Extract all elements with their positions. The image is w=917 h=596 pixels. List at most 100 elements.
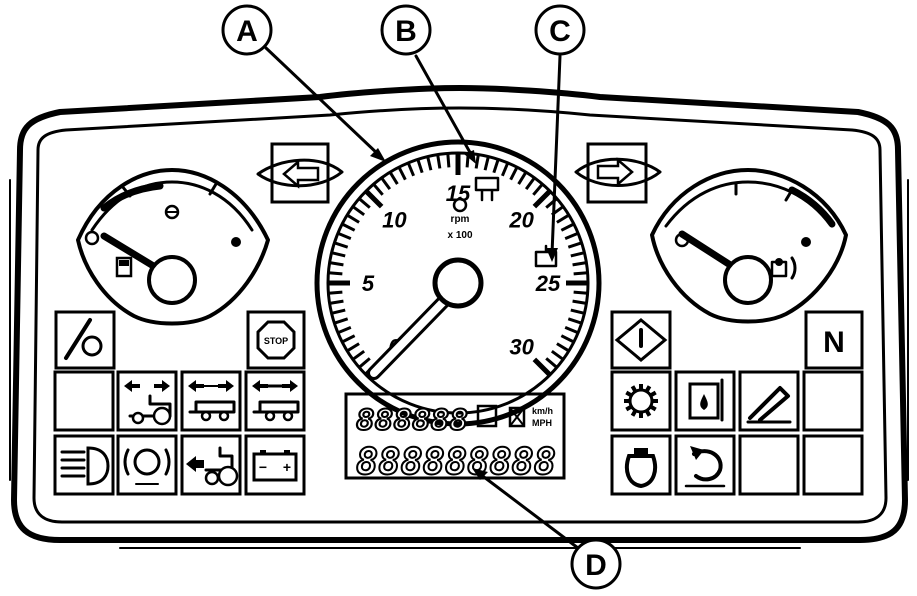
- tachometer-tick: [483, 156, 490, 171]
- indicator-pto: [610, 370, 672, 432]
- warning-indicator: [610, 310, 672, 370]
- stop-label: STOP: [264, 336, 288, 346]
- tachometer-tick: [328, 271, 343, 276]
- tachometer-tick: [560, 334, 575, 344]
- tachometer-tick: [564, 231, 579, 240]
- tachometer-tick: [572, 261, 587, 267]
- tachometer-hub: [432, 257, 484, 309]
- engine-oil-icon: [452, 197, 468, 213]
- tachometer-tick: [337, 326, 352, 335]
- indicator-blank: [53, 370, 115, 432]
- indicator-tractor: [180, 434, 242, 496]
- trailer-2-icon: [252, 380, 300, 422]
- tachometer-tick: [351, 205, 366, 217]
- tachometer-tick: [358, 357, 371, 369]
- pto-gear-tooth: [625, 390, 633, 398]
- indicator-brake: [116, 434, 178, 496]
- pto-gear-tooth: [644, 385, 652, 393]
- tachometer-tick: [372, 183, 384, 196]
- tachometer-tick: [560, 222, 575, 232]
- callout-d-leader: [478, 472, 580, 550]
- brake-icon: [123, 448, 171, 485]
- callout-a-label: A: [236, 15, 258, 48]
- stop-icon: [256, 320, 296, 360]
- left-turn-indicator: [256, 142, 344, 204]
- callout-leaders: [264, 46, 580, 550]
- callout-a-leader: [264, 46, 382, 158]
- tachometer-tick: [532, 183, 544, 196]
- tachometer-tick: [388, 171, 399, 185]
- tachometer-tick: [351, 349, 366, 361]
- tachometer-tick: [426, 156, 433, 171]
- pto-gear-tooth: [625, 404, 633, 412]
- tachometer-scale-label: 20: [508, 207, 534, 232]
- neutral-indicator: N: [804, 310, 864, 370]
- warning-diamond-icon: [614, 318, 668, 362]
- callout-a: A: [221, 4, 273, 56]
- neutral-icon: N: [823, 326, 845, 359]
- tachometer-tick: [567, 241, 583, 249]
- tachometer-tick: [328, 290, 343, 295]
- tachometer-tick: [364, 189, 384, 209]
- left-turn-arrow-icon: [282, 159, 320, 189]
- temperature-gauge-needle: [678, 230, 739, 272]
- seat-belt-icon: [790, 256, 797, 280]
- seat-warning-indicator: [54, 310, 116, 370]
- tractor-icon: [186, 446, 239, 487]
- tachometer-tick: [573, 271, 588, 276]
- indicator-steering: [674, 434, 736, 496]
- tachometer-bezel: [314, 139, 602, 427]
- tachometer-tick: [532, 357, 552, 377]
- engine-oil-can-icon: [624, 448, 658, 489]
- lcd-unit-kmh: km/h: [532, 406, 553, 416]
- tachometer-scale-label: 15: [446, 181, 471, 206]
- oil-level-icon: [688, 378, 724, 422]
- tachometer-tick: [573, 290, 588, 295]
- indicator-blank-3: [738, 434, 800, 496]
- tachometer-tick: [556, 213, 570, 224]
- indicator-blank-2: [802, 370, 864, 432]
- right-indicator-grid: [610, 370, 864, 496]
- temperature-gauge-hub: [723, 255, 773, 305]
- tachometer-tick: [474, 154, 480, 169]
- air-filter-icon: [746, 386, 792, 424]
- temperature-gauge: [650, 168, 848, 324]
- battery-plus-label: +: [283, 459, 291, 475]
- tachometer-tick: [406, 162, 415, 177]
- tachometer-tick: [570, 308, 585, 315]
- tachometer-scale-label: 10: [382, 207, 407, 232]
- tachometer-tick: [346, 213, 360, 224]
- pto-gear-tooth: [630, 409, 638, 417]
- tachometer-tick: [341, 334, 356, 344]
- fuel-gauge-hub: [147, 255, 197, 305]
- indicator-oil-level: [674, 370, 736, 432]
- pto-gear-tooth: [649, 390, 657, 398]
- tachometer-tick: [524, 176, 536, 191]
- pto-icon: [624, 384, 658, 418]
- tractor-turn-icon: [124, 380, 172, 426]
- tachometer-tick: [492, 158, 500, 174]
- tachometer-tick: [346, 342, 360, 353]
- tachometer-tick: [517, 171, 528, 185]
- tachometer-tick: [446, 153, 451, 168]
- callout-d-label: D: [585, 549, 607, 582]
- cluster-housing: [9, 85, 909, 549]
- tachometer-tick: [532, 189, 552, 209]
- tachometer-tick: [509, 166, 519, 181]
- stop-indicator: STOP: [246, 310, 306, 370]
- temperature-gauge-icon: [770, 258, 788, 278]
- tachometer-tick: [333, 317, 349, 325]
- tachometer-tick: [341, 222, 356, 232]
- lcd-frame: [344, 392, 566, 480]
- tachometer-tick: [501, 162, 510, 177]
- tachometer-tick: [333, 241, 349, 249]
- lcd-bottom-digits: 888888888: [356, 442, 556, 483]
- indicator-air-filter: [738, 370, 800, 432]
- callout-c: C: [534, 4, 586, 56]
- trailer-icon: [188, 380, 236, 422]
- tachometer-tick: [331, 308, 346, 315]
- tachometer-tick: [329, 261, 344, 267]
- callout-b-label: B: [395, 15, 417, 48]
- lcd-display: 888888 km/h MPH 888888888: [344, 392, 566, 484]
- lcd-top-digits: 888888: [356, 404, 468, 437]
